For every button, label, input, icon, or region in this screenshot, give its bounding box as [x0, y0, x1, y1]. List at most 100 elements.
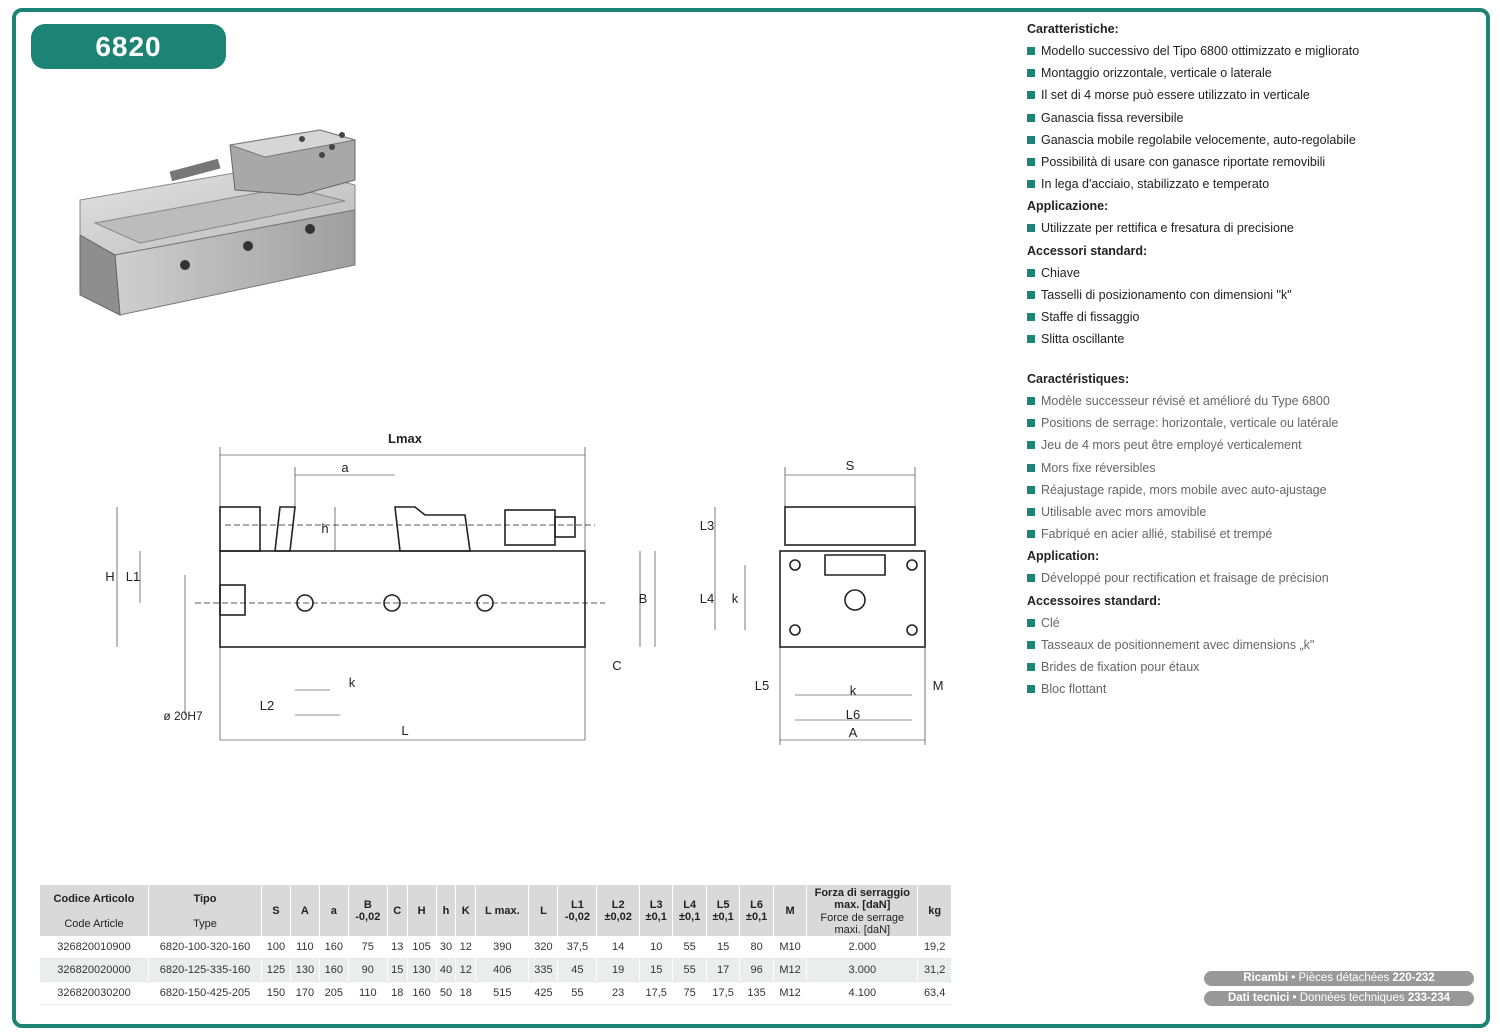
- feature-item: Modèle successeur révisé et amélioré du …: [1027, 390, 1447, 412]
- table-cell: 63,4: [917, 981, 952, 1005]
- col-dim: h: [436, 885, 457, 936]
- spec-table: Codice Articolo Tipo S A a B -0,02 C H h…: [40, 885, 952, 1005]
- table-cell: 2.000: [806, 936, 919, 959]
- table-cell: 160: [319, 936, 349, 959]
- label-k3: k: [850, 683, 857, 698]
- table-cell: 10: [639, 936, 674, 959]
- col-force-fr: Force de serrage maxi. [daN]: [806, 912, 919, 936]
- section-title: Accessori standard:: [1027, 243, 1148, 258]
- table-cell: 15: [639, 958, 674, 982]
- label-L: L: [401, 723, 408, 738]
- features-italian: Caratteristiche: Modello successivo del …: [1027, 18, 1447, 368]
- label-lmax: Lmax: [388, 431, 423, 446]
- label-L2: L2: [260, 698, 274, 713]
- section-title: Application:: [1027, 549, 1100, 564]
- feature-item: Utilisable avec mors amovible: [1027, 501, 1447, 523]
- table-cell: 326820010900: [40, 936, 149, 959]
- table-cell: 3.000: [806, 958, 919, 982]
- feature-item: Ganascia mobile regolabile velocemente, …: [1027, 129, 1447, 151]
- feature-item: Jeu de 4 mors peut être employé vertical…: [1027, 434, 1447, 456]
- table-cell: 15: [387, 958, 408, 982]
- col-code-fr: Code Article: [40, 912, 149, 936]
- col-kg: kg: [917, 885, 952, 936]
- col-type-fr: Type: [148, 912, 262, 936]
- label-A: A: [849, 725, 858, 740]
- col-dim: A: [290, 885, 320, 936]
- page-frame: [12, 8, 1490, 1028]
- table-cell: 6820-100-320-160: [148, 936, 262, 959]
- feature-item: Possibilità di usare con ganasce riporta…: [1027, 151, 1447, 173]
- feature-item: Bloc flottant: [1027, 678, 1447, 700]
- table-cell: 406: [475, 958, 530, 982]
- table-cell: 37,5: [557, 936, 598, 959]
- feature-item: Tasseaux de positionnement avec dimensio…: [1027, 634, 1447, 656]
- feature-item: Chiave: [1027, 262, 1447, 284]
- table-cell: 6820-150-425-205: [148, 981, 262, 1005]
- table-cell: 6820-125-335-160: [148, 958, 262, 982]
- col-dim: L5 ±0,1: [706, 885, 741, 936]
- feature-item: Staffe di fissaggio: [1027, 306, 1447, 328]
- label-L6: L6: [846, 707, 860, 722]
- col-dim: K: [455, 885, 477, 936]
- section-title: Applicazione:: [1027, 199, 1109, 214]
- table-cell: 18: [387, 981, 408, 1005]
- label-a: a: [341, 460, 349, 475]
- table-cell: 12: [455, 936, 477, 959]
- table-cell: 55: [672, 958, 707, 982]
- col-dim: L: [528, 885, 559, 936]
- table-cell: 515: [475, 981, 530, 1005]
- feature-item: Réajustage rapide, mors mobile avec auto…: [1027, 479, 1447, 501]
- end-view: [779, 506, 926, 648]
- table-cell: 17,5: [706, 981, 741, 1005]
- label-k2: k: [732, 591, 739, 606]
- vise-photo: [79, 129, 356, 316]
- feature-item: Développé pour rectification et fraisage…: [1027, 567, 1447, 589]
- technical-data-link[interactable]: Dati tecnici • Données techniques 233-23…: [1204, 991, 1474, 1006]
- label-S: S: [846, 458, 855, 473]
- table-cell: 19,2: [917, 936, 952, 959]
- table-cell: 205: [319, 981, 349, 1005]
- feature-item: Il set di 4 morse può essere utilizzato …: [1027, 84, 1447, 106]
- technical-drawing: Lmax a h H L1 B C ø 20H7 L2 k L S L3 L4 …: [105, 431, 943, 745]
- table-cell: M10: [773, 936, 808, 959]
- label-L1: L1: [126, 569, 140, 584]
- table-cell: 19: [596, 958, 640, 982]
- label-L3: L3: [700, 518, 714, 533]
- feature-item: Fabriqué en acier allié, stabilisé et tr…: [1027, 523, 1447, 545]
- feature-item: Clé: [1027, 612, 1447, 634]
- label-bore: ø 20H7: [163, 709, 203, 723]
- table-cell: 96: [739, 958, 774, 982]
- col-dim: L max.: [475, 885, 530, 936]
- col-dim: L2 ±0,02: [596, 885, 640, 936]
- table-cell: 80: [739, 936, 774, 959]
- model-badge: 6820: [31, 24, 226, 69]
- table-cell: 326820020000: [40, 958, 149, 982]
- table-cell: 4.100: [806, 981, 919, 1005]
- table-cell: 160: [319, 958, 349, 982]
- table-cell: 12: [455, 958, 477, 982]
- spare-parts-link[interactable]: Ricambi • Pièces détachées 220-232: [1204, 971, 1474, 986]
- col-dim: L3 ±0,1: [639, 885, 674, 936]
- table-cell: M12: [773, 981, 808, 1005]
- col-dim: C: [387, 885, 408, 936]
- feature-item: Tasselli di posizionamento con dimension…: [1027, 284, 1447, 306]
- table-cell: 150: [261, 981, 291, 1005]
- table-cell: 23: [596, 981, 640, 1005]
- features-french: Caractéristiques: Modèle successeur révi…: [1027, 368, 1447, 700]
- section-title: Accessoires standard:: [1027, 593, 1162, 608]
- col-dim: L6 ±0,1: [739, 885, 774, 936]
- col-dim: M: [773, 885, 808, 936]
- table-cell: 125: [261, 958, 291, 982]
- label-L4: L4: [700, 591, 714, 606]
- section-title: Caractéristiques:: [1027, 372, 1130, 386]
- table-cell: 55: [557, 981, 598, 1005]
- table-cell: 425: [528, 981, 559, 1005]
- feature-item: Montaggio orizzontale, verticale o later…: [1027, 62, 1447, 84]
- col-force: Forza di serraggio max. [daN]: [806, 885, 919, 912]
- table-cell: 130: [290, 958, 320, 982]
- table-cell: 110: [348, 981, 388, 1005]
- label-L5: L5: [755, 678, 769, 693]
